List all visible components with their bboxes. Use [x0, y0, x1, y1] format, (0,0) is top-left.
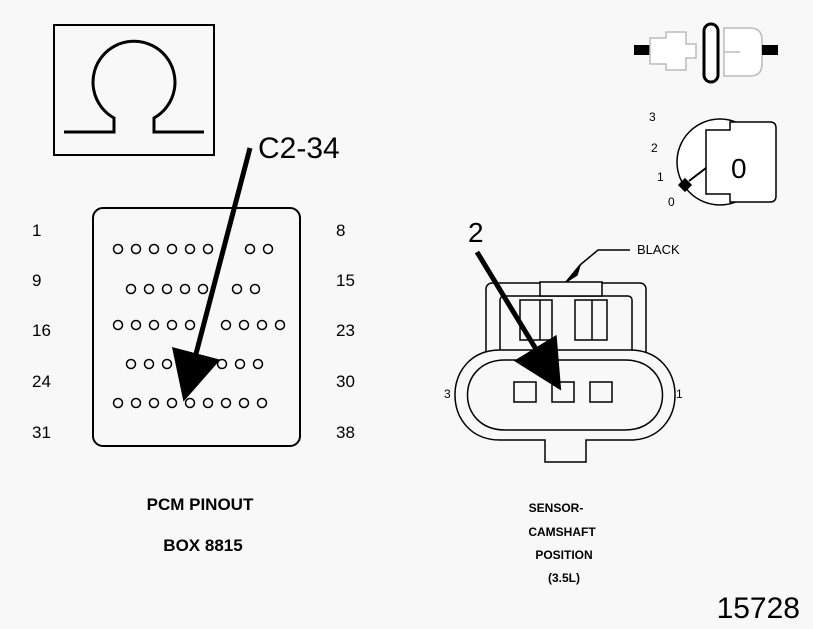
ignition-position-0: 0 — [668, 195, 675, 209]
pcm-pin-r1c7 — [244, 243, 256, 255]
pcm-pin-r3c5 — [184, 319, 196, 331]
pcm-pin-r3c2 — [130, 319, 142, 331]
row-label-left-2: 9 — [32, 271, 41, 290]
row-label-right-4: 30 — [336, 372, 355, 391]
pcm-pin-r2c3 — [161, 283, 173, 295]
sensor-side-right: 1 — [676, 387, 683, 401]
ignition-position-1: 1 — [657, 170, 664, 184]
pcm-pin-r2c5 — [197, 283, 209, 295]
ignition-switch-icon: 0 — [676, 118, 777, 206]
pcm-pin-r3c3 — [148, 319, 160, 331]
sensor-callout-arrow — [474, 250, 562, 391]
row-label-right-5: 38 — [336, 423, 355, 442]
pcm-pin-r5c2 — [130, 397, 142, 409]
pcm-pin-r1c1 — [112, 243, 124, 255]
row-label-left-3: 16 — [32, 321, 51, 340]
pcm-pin-r4c1 — [125, 358, 137, 370]
pcm-pin-r2c6 — [231, 283, 243, 295]
pcm-connector-outline — [92, 207, 301, 447]
row-label-right-1: 8 — [336, 221, 345, 240]
row-label-left-4: 24 — [32, 372, 51, 391]
pinout-callout-arrow — [171, 147, 253, 402]
pcm-pin-r4c2 — [143, 358, 155, 370]
row-label-right-2: 15 — [336, 271, 355, 290]
pcm-pin-r2c2 — [143, 283, 155, 295]
pcm-pin-r3c7 — [238, 319, 250, 331]
pcm-pin-r1c6 — [202, 243, 214, 255]
pcm-pin-r4c6 — [234, 358, 246, 370]
pcm-pin-r4c7 — [252, 358, 264, 370]
figure-number: 15728 — [717, 592, 800, 625]
pcm-pin-r4c4 — [179, 358, 191, 370]
wire-color-arrowhead — [565, 264, 581, 283]
sensor-caption-line4: (3.5L) — [548, 571, 580, 585]
pcm-pin-r5c8 — [238, 397, 250, 409]
pcm-pin-r3c9 — [274, 319, 286, 331]
pcm-pin-r5c9 — [256, 397, 268, 409]
ignition-position-3: 3 — [649, 110, 656, 124]
pcm-pin-r1c8 — [262, 243, 274, 255]
disconnected-connector-icon — [634, 22, 778, 84]
camshaft-sensor-connector — [454, 281, 676, 463]
pcm-pin-r5c7 — [220, 397, 232, 409]
row-label-left-5: 31 — [32, 423, 51, 442]
pcm-pin-r5c3 — [148, 397, 160, 409]
pcm-pin-r1c5 — [184, 243, 196, 255]
pinout-callout: C2-34 — [258, 132, 340, 165]
ohmmeter-icon — [53, 24, 215, 156]
sensor-caption-line3: POSITION — [535, 548, 592, 562]
sensor-side-left: 3 — [444, 387, 451, 401]
ignition-position-2: 2 — [651, 141, 658, 155]
row-label-left-1: 1 — [32, 221, 41, 240]
pcm-pin-r4c5 — [216, 358, 228, 370]
pcm-pin-r3c4 — [166, 319, 178, 331]
pcm-pin-r3c6 — [220, 319, 232, 331]
wire-color-label: BLACK — [637, 242, 680, 257]
pcm-pin-r4c3 — [161, 358, 173, 370]
pcm-pin-r3c8 — [256, 319, 268, 331]
pcm-pin-r3c1 — [112, 319, 124, 331]
pcm-pin-r5c5 — [184, 397, 196, 409]
pcm-pin-r5c4 — [166, 397, 178, 409]
wire-color-leader — [579, 249, 630, 266]
pcm-caption-line2: BOX 8815 — [163, 536, 242, 555]
pcm-pin-r1c2 — [130, 243, 142, 255]
sensor-callout: 2 — [468, 217, 484, 248]
sensor-caption-line1: SENSOR- — [529, 501, 584, 515]
pcm-caption-line1: PCM PINOUT — [147, 495, 254, 514]
pcm-pin-r2c4 — [179, 283, 191, 295]
sensor-caption-line2: CAMSHAFT — [528, 525, 596, 539]
row-label-right-3: 23 — [336, 321, 355, 340]
pcm-pin-r1c3 — [148, 243, 160, 255]
pcm-pin-grid — [112, 243, 286, 409]
ignition-key-label: 0 — [731, 153, 747, 184]
pcm-pin-r5c1 — [112, 397, 124, 409]
pcm-pin-r2c7 — [249, 283, 261, 295]
pcm-pin-r5c6 — [202, 397, 214, 409]
pcm-pin-r1c4 — [166, 243, 178, 255]
pcm-pin-r2c1 — [125, 283, 137, 295]
